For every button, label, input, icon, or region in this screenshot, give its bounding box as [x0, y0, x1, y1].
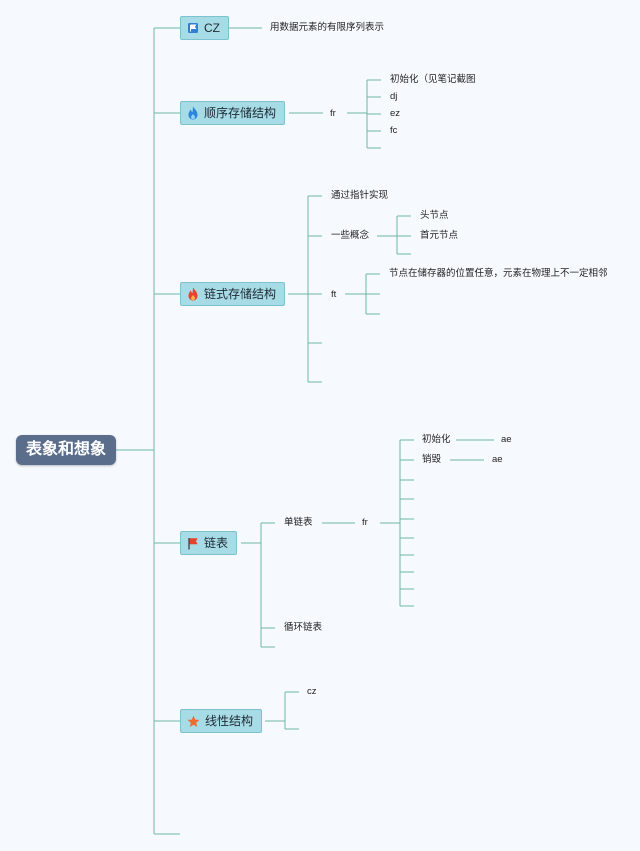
linear-sub-cz: cz — [307, 686, 317, 697]
seq-item-ez: ez — [390, 108, 401, 119]
flag-icon — [188, 23, 198, 33]
topic-linear-structure-label: 线性结构 — [205, 714, 254, 728]
topic-linked-storage-label: 链式存储结构 — [204, 287, 277, 301]
topic-linear-structure[interactable]: 线性结构 — [180, 709, 263, 733]
topic-linked-storage[interactable]: 链式存储结构 — [180, 282, 286, 306]
topic-linked-list-label: 链表 — [204, 536, 229, 550]
concept-head-node: 头节点 — [420, 210, 449, 221]
circular-linked-list: 循环链表 — [284, 622, 323, 633]
topic-linked-list[interactable]: 链表 — [180, 531, 238, 555]
topic-sequential-storage[interactable]: 顺序存储结构 — [180, 101, 286, 125]
flame-blue-icon — [188, 106, 198, 120]
seq-sub-fr: fr — [330, 108, 336, 119]
single-item-destroy: 销毁 — [422, 454, 442, 465]
chain-ft-desc: 节点在储存器的位置任意，元素在物理上不一定相邻 — [389, 268, 608, 279]
seq-item-dj: dj — [390, 91, 398, 102]
single-item-init: 初始化 — [422, 434, 451, 445]
topic-cz[interactable]: CZ — [180, 16, 229, 40]
single-item-destroy-note: ae — [492, 454, 503, 465]
chain-concepts: 一些概念 — [331, 230, 370, 241]
flame-red-icon — [188, 287, 198, 301]
root-label: 表象和想象 — [26, 441, 107, 458]
chain-ft: ft — [331, 289, 337, 300]
seq-item-fc: fc — [390, 125, 398, 136]
seq-item-init: 初始化（见笔记截图 — [390, 74, 476, 85]
topic-cz-label: CZ — [204, 21, 220, 35]
root-topic[interactable]: 表象和想象 — [16, 435, 117, 465]
concept-first-node: 首元节点 — [420, 230, 459, 241]
star-icon — [187, 715, 200, 727]
single-item-init-note: ae — [501, 434, 512, 445]
single-sub-fr: fr — [362, 517, 368, 528]
topic-sequential-storage-label: 顺序存储结构 — [204, 106, 277, 120]
cz-description: 用数据元素的有限序列表示 — [270, 22, 385, 33]
chain-impl: 通过指针实现 — [331, 190, 389, 201]
red-flag-icon — [188, 537, 198, 549]
single-linked-list: 单链表 — [284, 517, 313, 528]
